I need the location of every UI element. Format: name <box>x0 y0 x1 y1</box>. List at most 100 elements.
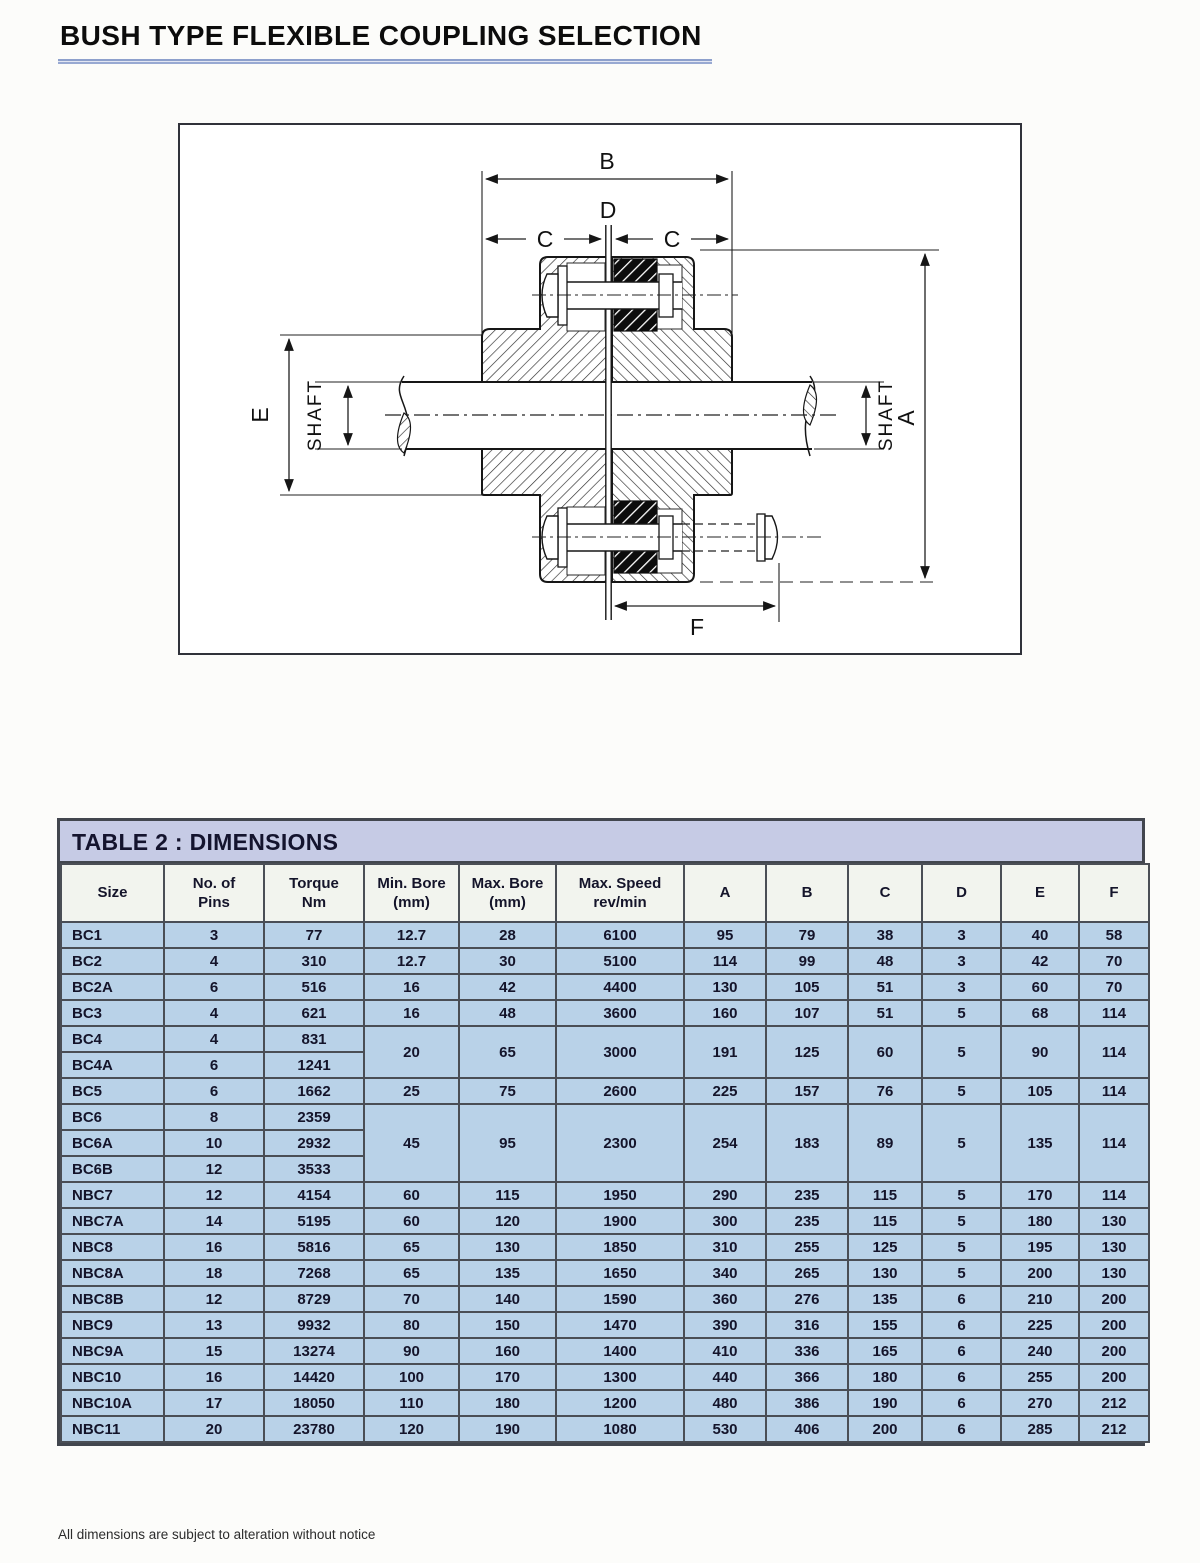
cell-max-speed: 1650 <box>555 1259 685 1287</box>
cell-c: 165 <box>847 1337 923 1365</box>
cell-c: 60 <box>847 1025 923 1079</box>
table-row: NBC7A 14 5195 60 120 1900 300 235 115 5 … <box>60 1207 1150 1235</box>
col-header-max-speed: Max. Speed rev/min <box>555 863 685 923</box>
cell-f: 114 <box>1078 999 1150 1027</box>
cell-torque: 2359 <box>263 1103 365 1131</box>
cell-min-bore: 80 <box>363 1311 460 1339</box>
cell-min-bore: 16 <box>363 999 460 1027</box>
table-row: BC4A 6 1241 <box>60 1051 1149 1079</box>
cell-f: 130 <box>1078 1207 1150 1235</box>
cell-torque: 14420 <box>263 1363 365 1391</box>
table-row: BC6A 10 2932 <box>60 1129 1149 1157</box>
cell-size: BC4A <box>60 1051 165 1079</box>
dim-label-c-right: C <box>664 226 681 252</box>
cell-size: NBC8 <box>60 1233 165 1261</box>
cell-a: 300 <box>683 1207 767 1235</box>
cell-max-bore: 75 <box>458 1077 557 1105</box>
cell-b: 336 <box>765 1337 849 1365</box>
cell-max-bore: 30 <box>458 947 557 975</box>
cell-c: 89 <box>847 1103 923 1183</box>
cell-max-speed: 3000 <box>555 1025 685 1079</box>
col-header-pins: No. of Pins <box>163 863 265 923</box>
cell-b: 276 <box>765 1285 849 1313</box>
dim-a: A <box>700 249 939 583</box>
dim-b: B <box>481 148 733 333</box>
shaft-label-left: SHAFT <box>305 379 326 451</box>
cell-size: NBC9 <box>60 1311 165 1339</box>
cell-torque: 5816 <box>263 1233 365 1261</box>
cell-pins: 3 <box>163 921 265 949</box>
table-row: BC6 8 2359 45 95 2300 254 183 89 5 135 1… <box>60 1103 1150 1183</box>
cell-c: 115 <box>847 1181 923 1209</box>
cell-pins: 6 <box>163 1077 265 1105</box>
cell-e: 195 <box>1000 1233 1080 1261</box>
cell-size: NBC11 <box>60 1415 165 1443</box>
cell-a: 480 <box>683 1389 767 1417</box>
cell-c: 76 <box>847 1077 923 1105</box>
cell-torque: 7268 <box>263 1259 365 1287</box>
cell-a: 95 <box>683 921 767 949</box>
table-row: BC5 6 1662 25 75 2600 225 157 76 5 105 1… <box>60 1077 1150 1105</box>
cell-e: 225 <box>1000 1311 1080 1339</box>
cell-torque: 23780 <box>263 1415 365 1443</box>
cell-size: BC4 <box>60 1025 165 1053</box>
cell-d: 6 <box>921 1337 1002 1365</box>
cell-a: 530 <box>683 1415 767 1443</box>
cell-a: 340 <box>683 1259 767 1287</box>
cell-torque: 13274 <box>263 1337 365 1365</box>
cell-max-bore: 180 <box>458 1389 557 1417</box>
cell-c: 51 <box>847 999 923 1027</box>
table-row: BC1 3 77 12.7 28 6100 95 79 38 3 40 58 <box>60 921 1150 949</box>
cell-size: NBC9A <box>60 1337 165 1365</box>
cell-min-bore: 65 <box>363 1259 460 1287</box>
cell-min-bore: 12.7 <box>363 921 460 949</box>
dim-shaft-right: SHAFT <box>814 379 897 451</box>
cell-a: 160 <box>683 999 767 1027</box>
cell-pins: 14 <box>163 1207 265 1235</box>
cell-e: 170 <box>1000 1181 1080 1209</box>
cell-size: NBC8A <box>60 1259 165 1287</box>
cell-b: 265 <box>765 1259 849 1287</box>
dim-f: F <box>613 563 780 640</box>
col-header-f: F <box>1078 863 1150 923</box>
cell-f: 130 <box>1078 1233 1150 1261</box>
cell-f: 114 <box>1078 1077 1150 1105</box>
cell-min-bore: 100 <box>363 1363 460 1391</box>
cell-torque: 516 <box>263 973 365 1001</box>
col-header-b: B <box>765 863 849 923</box>
table-row: NBC9A 15 13274 90 160 1400 410 336 165 6… <box>60 1337 1150 1365</box>
cell-min-bore: 90 <box>363 1337 460 1365</box>
cell-max-speed: 3600 <box>555 999 685 1027</box>
cell-f: 114 <box>1078 1025 1150 1079</box>
cell-e: 90 <box>1000 1025 1080 1079</box>
table-row: NBC9 13 9932 80 150 1470 390 316 155 6 2… <box>60 1311 1150 1339</box>
cell-b: 79 <box>765 921 849 949</box>
dimensions-table: TABLE 2 : DIMENSIONS Size No. of Pins To… <box>57 818 1150 1446</box>
table-title: TABLE 2 : DIMENSIONS <box>60 821 1142 863</box>
cell-size: BC5 <box>60 1077 165 1105</box>
cell-max-speed: 6100 <box>555 921 685 949</box>
cell-max-bore: 48 <box>458 999 557 1027</box>
dim-shaft-left: SHAFT <box>305 379 402 451</box>
footnote: All dimensions are subject to alteration… <box>58 1527 376 1542</box>
cell-torque: 1662 <box>263 1077 365 1105</box>
cell-b: 183 <box>765 1103 849 1183</box>
cell-size: BC1 <box>60 921 165 949</box>
cell-size: BC3 <box>60 999 165 1027</box>
bottom-bolt <box>532 500 825 576</box>
cell-pins: 12 <box>163 1285 265 1313</box>
cell-d: 6 <box>921 1415 1002 1443</box>
cell-d: 3 <box>921 921 1002 949</box>
cell-a: 254 <box>683 1103 767 1183</box>
cell-size: NBC10A <box>60 1389 165 1417</box>
cell-f: 200 <box>1078 1311 1150 1339</box>
cell-size: BC2A <box>60 973 165 1001</box>
cell-d: 5 <box>921 1025 1002 1079</box>
table-row: BC6B 12 3533 <box>60 1155 1149 1183</box>
col-header-c: C <box>847 863 923 923</box>
cell-d: 6 <box>921 1285 1002 1313</box>
cell-max-bore: 120 <box>458 1207 557 1235</box>
withdrawn-bolt-head <box>764 515 779 560</box>
cell-torque: 310 <box>263 947 365 975</box>
cell-f: 200 <box>1078 1363 1150 1391</box>
